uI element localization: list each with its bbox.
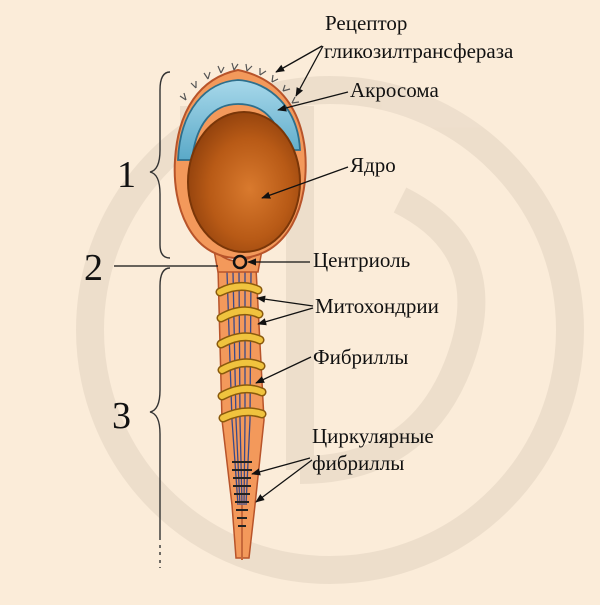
receptor-spikes <box>179 62 300 104</box>
label-centriole: Центриоль <box>313 248 410 272</box>
fibrils <box>226 271 252 506</box>
watermark <box>76 76 584 584</box>
centriole <box>232 254 248 270</box>
section-number-1: 1 <box>117 154 136 196</box>
section-number-2: 2 <box>84 247 103 289</box>
label-fibrils: Фибриллы <box>313 345 408 369</box>
label-receptor: Рецептор <box>325 11 407 35</box>
acrosome <box>177 79 301 161</box>
pointer-arrows <box>247 45 349 503</box>
circular-fibrils <box>232 461 252 527</box>
label-circular-fibrils-2: фибриллы <box>312 451 404 475</box>
label-acrosome: Акросома <box>350 78 439 102</box>
label-circular-fibrils-1: Циркулярные <box>312 424 434 448</box>
label-glycosyltransferase: гликозилтрансфераза <box>324 39 514 63</box>
nucleus <box>187 111 301 253</box>
mitochondria-highlight <box>217 283 265 421</box>
label-nucleus: Ядро <box>350 153 396 177</box>
section-braces <box>149 71 171 568</box>
section-number-3: 3 <box>112 395 131 437</box>
label-mitochondria: Митохондрии <box>315 294 439 318</box>
